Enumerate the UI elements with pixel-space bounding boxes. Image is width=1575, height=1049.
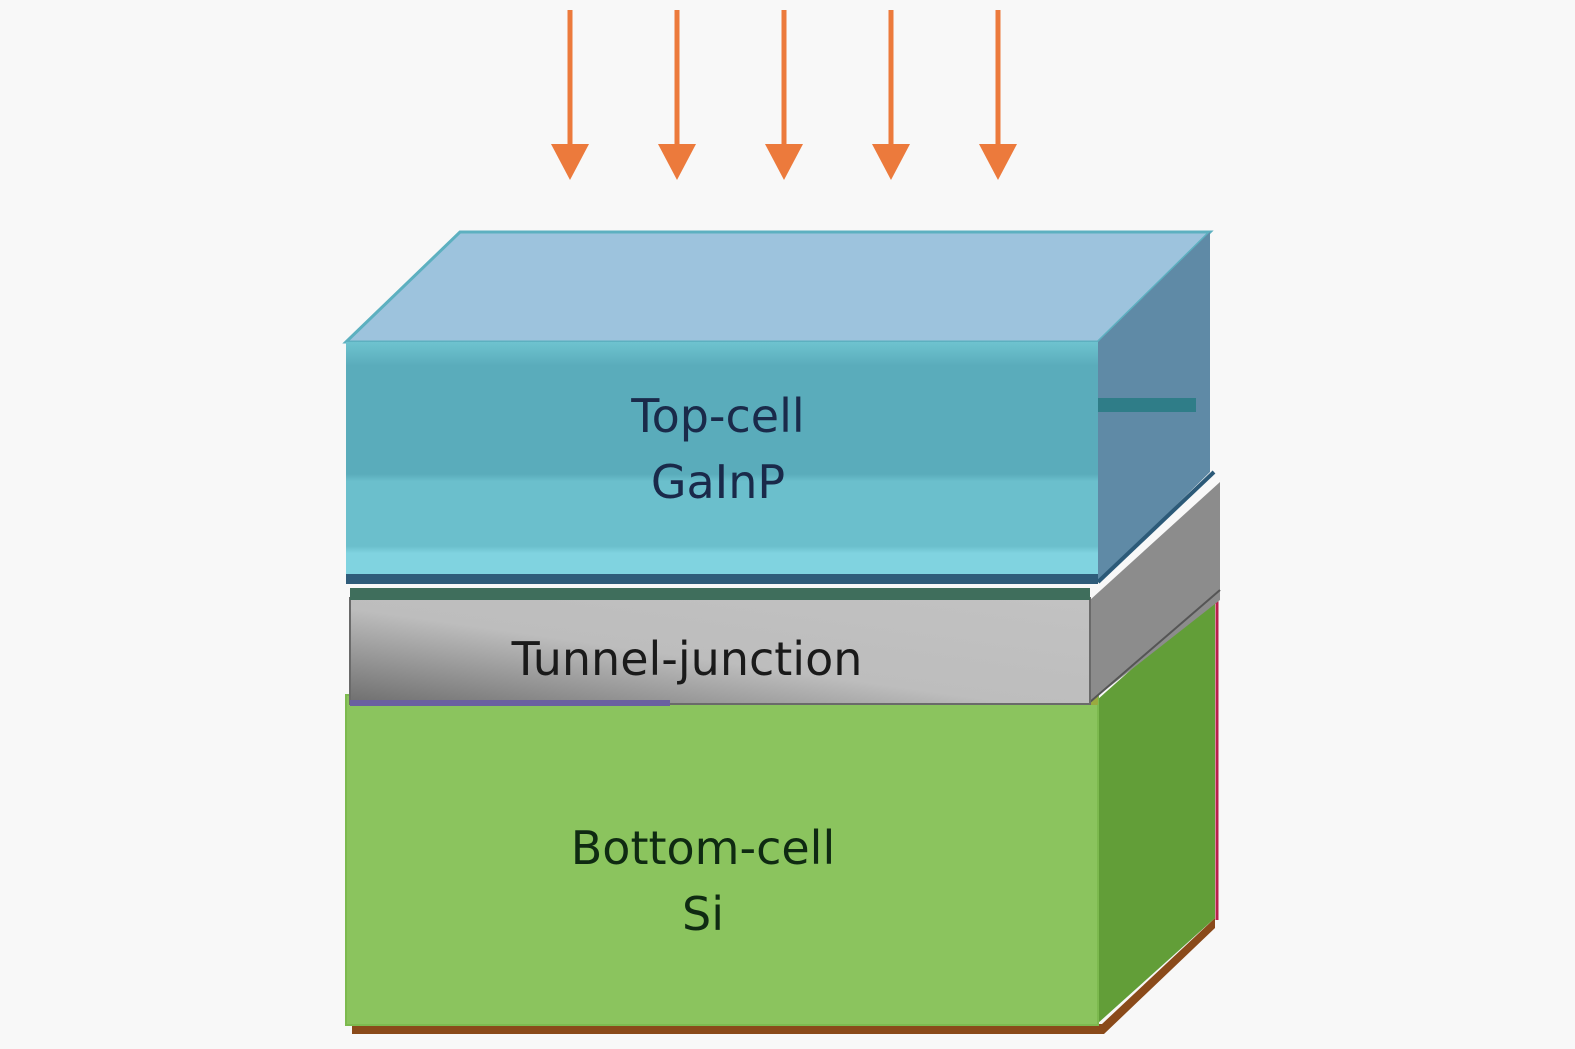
light-arrow-icon — [551, 10, 589, 180]
incident-light-arrows — [551, 10, 1017, 180]
bottom-cell-side — [1097, 595, 1215, 1024]
top-cell-front — [346, 342, 1098, 582]
top-cell-block — [342, 230, 1216, 584]
top-cell-material-label: GaInP — [651, 455, 785, 509]
light-arrow-icon — [979, 10, 1017, 180]
bottom-cell-label: Bottom-cell — [571, 821, 835, 875]
tunnel-junction-side — [1090, 482, 1220, 702]
bottom-cell-material-label: Si — [682, 887, 724, 941]
top-cell-top-face — [342, 230, 1214, 344]
tunnel-junction-label: Tunnel-junction — [511, 632, 863, 686]
top-cell-label: Top-cell — [630, 389, 804, 443]
light-arrow-icon — [658, 10, 696, 180]
light-arrow-icon — [872, 10, 910, 180]
light-arrow-icon — [765, 10, 803, 180]
tunnel-junction-block — [349, 482, 1221, 706]
bottom-cell-block — [345, 595, 1219, 1034]
bottom-cell-front — [345, 694, 1099, 1026]
tunnel-junction-front — [349, 597, 1091, 705]
